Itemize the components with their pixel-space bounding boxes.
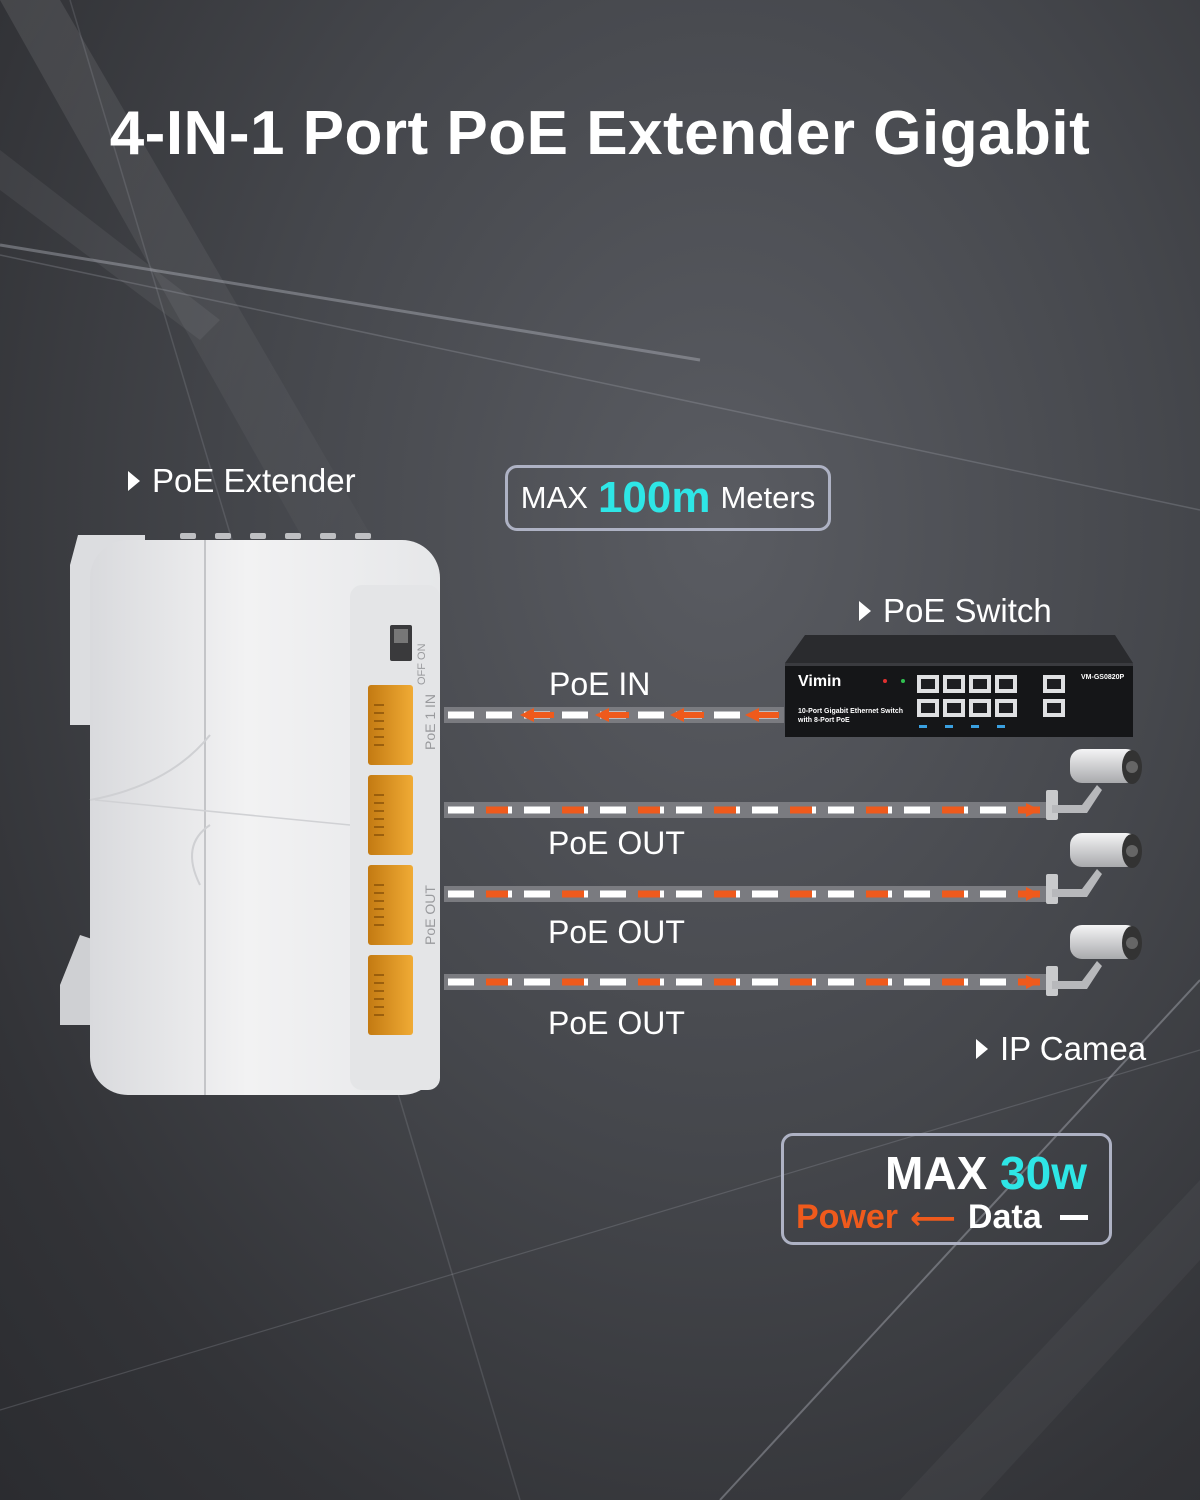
max-power-prefix: MAX xyxy=(885,1147,988,1199)
poe-in-label: PoE IN xyxy=(549,666,651,702)
poe-out-cable xyxy=(444,974,1049,990)
poe-out-cable xyxy=(444,886,1049,902)
cable-lines xyxy=(444,707,1049,990)
poe-out-label: PoE OUT xyxy=(548,825,685,861)
switch-model: VM-GS0820P xyxy=(1081,674,1125,681)
triangle-bullet-icon xyxy=(128,471,140,491)
poe-switch-icon: Vimin 10-Port Gigabit Ethernet Switch wi… xyxy=(785,635,1135,740)
triangle-bullet-icon xyxy=(976,1039,988,1059)
poe-out-label: PoE OUT xyxy=(548,1005,685,1041)
power-arrow-icon: ⟵ xyxy=(910,1199,956,1236)
extender-in-text: PoE 1 IN xyxy=(422,694,438,750)
switch-brand: Vimin xyxy=(798,673,842,690)
ip-camera-group xyxy=(1046,749,1142,996)
label-text: IP Camea xyxy=(1000,1030,1147,1067)
max-power-value: 30w xyxy=(1000,1147,1087,1199)
max-power-heading: MAX 30w xyxy=(885,1146,1087,1200)
ip-camera-icon xyxy=(1046,833,1142,904)
max-distance-prefix: MAX xyxy=(520,480,588,515)
switch-description-line: with 8-Port PoE xyxy=(798,717,850,724)
label-text: PoE Switch xyxy=(883,592,1052,629)
label-poe-extender: PoE Extender xyxy=(128,462,356,500)
ip-camera-icon xyxy=(1046,925,1142,996)
switch-description: 10-Port Gigabit Ethernet Switch with 8-P… xyxy=(798,707,903,725)
max-power-badge: MAX 30w Power ⟵ Data xyxy=(781,1133,1112,1245)
ip-camera-icon xyxy=(1046,749,1142,820)
extender-switch-text: OFF ON xyxy=(416,643,428,685)
max-distance-value: 100m xyxy=(597,473,711,522)
triangle-bullet-icon xyxy=(859,601,871,621)
poe-out-cable xyxy=(444,802,1049,818)
data-legend-label: Data xyxy=(967,1198,1042,1236)
switch-description-line: 10-Port Gigabit Ethernet Switch xyxy=(798,708,904,715)
max-distance-unit: Meters xyxy=(720,480,816,515)
extender-out-text: PoE OUT xyxy=(422,885,438,945)
poe-extender-icon: PoE 1 IN PoE OUT OFF ON xyxy=(60,533,440,1095)
poe-in-cable xyxy=(444,707,784,723)
page-title: 4-IN-1 Port PoE Extender Gigabit xyxy=(109,99,1091,168)
label-poe-switch: PoE Switch xyxy=(859,592,1052,630)
label-ip-camera: IP Camea xyxy=(976,1030,1146,1068)
label-text: PoE Extender xyxy=(152,462,356,499)
poe-out-label: PoE OUT xyxy=(548,914,685,950)
power-legend-label: Power xyxy=(796,1198,899,1236)
max-distance-badge: MAX 100m Meters xyxy=(505,465,831,531)
data-dash-icon xyxy=(1059,1215,1088,1220)
legend-row: Power ⟵ Data xyxy=(796,1198,1088,1237)
